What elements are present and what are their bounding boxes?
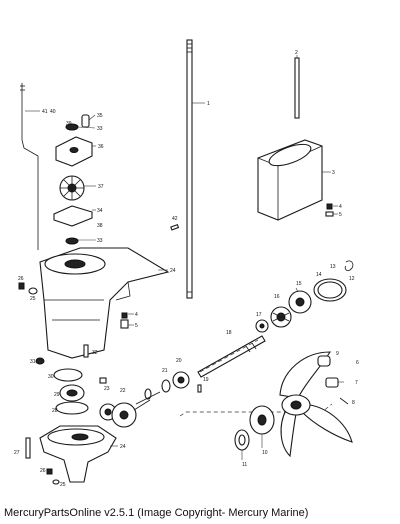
callout-36: 36	[98, 144, 104, 150]
seal-stack[interactable]	[35, 357, 83, 382]
callout-37: 37	[98, 184, 104, 190]
callout-20: 20	[176, 358, 182, 364]
dowel-pin[interactable]	[170, 223, 180, 231]
retaining-ring[interactable]	[344, 260, 354, 271]
callout-2: 2	[295, 50, 298, 56]
prop-hardware[interactable]	[317, 355, 349, 405]
housing-screw-washer[interactable]	[18, 282, 38, 295]
callout-4b: 4	[135, 312, 138, 318]
callout-32: 32	[92, 350, 98, 356]
callout-1: 1	[207, 101, 210, 107]
thrust-washers[interactable]	[234, 405, 275, 460]
callout-34: 34	[97, 208, 103, 214]
callout-8: 8	[352, 400, 355, 406]
callout-27: 27	[14, 450, 20, 456]
callout-26: 26	[18, 276, 24, 282]
drive-shaft[interactable]	[186, 39, 205, 299]
callout-39: 39	[66, 121, 72, 127]
shift-rod[interactable]	[20, 83, 40, 250]
screw-32[interactable]	[83, 344, 89, 358]
callout-16: 16	[274, 294, 280, 300]
callout-18: 18	[226, 330, 232, 336]
callout-25b: 25	[60, 482, 66, 488]
callout-15: 15	[296, 281, 302, 287]
callout-labels: 1 2 3 4 5 4 5 6 7 8 9 10 11 12 13 14 15 …	[14, 50, 359, 488]
callout-19: 19	[203, 377, 209, 383]
reverse-gear[interactable]	[135, 371, 202, 405]
callout-35: 35	[97, 113, 103, 119]
callout-33b: 33	[97, 238, 103, 244]
callout-42: 42	[172, 216, 178, 222]
water-pump-assembly[interactable]	[53, 114, 96, 245]
callout-40: 40	[50, 109, 56, 115]
assembly-axis	[179, 339, 333, 417]
callout-41: 41	[42, 109, 48, 115]
callout-38: 38	[97, 223, 103, 229]
spacer-fasteners[interactable]	[325, 203, 338, 217]
callout-5b: 5	[135, 323, 138, 329]
callout-13: 13	[330, 264, 336, 270]
callout-17: 17	[256, 312, 262, 318]
callout-22: 22	[120, 388, 126, 394]
callout-26b: 26	[40, 468, 46, 474]
propeller[interactable]	[279, 351, 353, 458]
callout-4: 4	[339, 204, 342, 210]
callout-14: 14	[316, 272, 322, 278]
callout-30: 30	[48, 374, 54, 380]
callout-21: 21	[162, 368, 168, 374]
callout-24: 24	[170, 268, 176, 274]
image-caption: MercuryPartsOnline v2.5.1 (Image Copyrig…	[4, 507, 309, 519]
callout-24b: 24	[120, 444, 126, 450]
callout-31: 31	[30, 359, 36, 365]
callout-9: 9	[336, 351, 339, 357]
callout-6: 6	[356, 360, 359, 366]
spacer-housing[interactable]	[257, 139, 331, 221]
callout-23: 23	[104, 386, 110, 392]
callout-10: 10	[262, 450, 268, 456]
gear-housing[interactable]	[39, 247, 170, 359]
callout-25: 25	[30, 296, 36, 302]
lower-gearcase[interactable]	[39, 425, 118, 483]
callout-11: 11	[242, 462, 247, 468]
stud[interactable]	[294, 55, 300, 119]
callout-28: 28	[52, 408, 58, 414]
callout-7: 7	[355, 380, 358, 386]
housing-screws[interactable]	[120, 312, 134, 329]
bearing-carrier[interactable]	[255, 278, 347, 333]
callout-12: 12	[349, 276, 355, 282]
propeller-shaft[interactable]	[197, 335, 266, 378]
drain-screw[interactable]	[25, 437, 60, 485]
callout-29: 29	[54, 392, 60, 398]
callout-33: 33	[97, 126, 103, 132]
forward-gear-set[interactable]	[55, 377, 151, 428]
callout-3: 3	[332, 170, 335, 176]
callout-5: 5	[339, 212, 342, 218]
